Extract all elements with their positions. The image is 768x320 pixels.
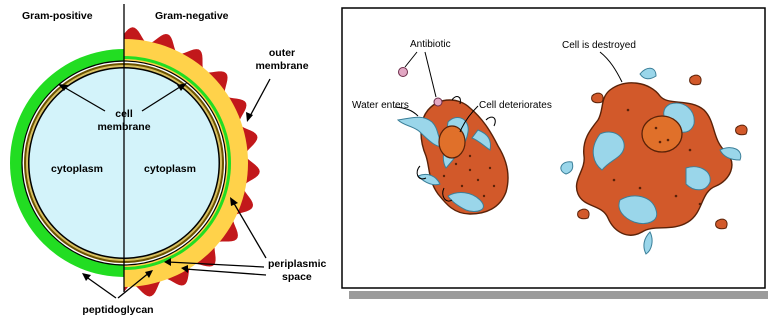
panel-shadow [349, 291, 768, 299]
water-enters-label: Water enters [352, 100, 409, 111]
antibiotic-panel: Antibiotic Water enters Cell deteriorate… [342, 8, 768, 299]
destroyed-nucleus [642, 116, 682, 152]
gram-negative-title: Gram-negative [155, 10, 229, 22]
cell-destroyed-label: Cell is destroyed [562, 40, 636, 51]
antibiotic-molecule-2 [434, 98, 442, 106]
outer-membrane-label-2: membrane [255, 60, 308, 72]
cytoplasm-left-label: cytoplasm [51, 163, 103, 175]
periplasmic-space-label: periplasmic [268, 258, 327, 270]
cell-deteriorates-label: Cell deteriorates [479, 100, 552, 111]
cell-membrane-label-2: membrane [97, 121, 150, 133]
deteriorating-nucleus [439, 126, 465, 158]
cytoplasm-right-label: cytoplasm [144, 163, 196, 175]
outer-membrane-label: outer [269, 47, 295, 59]
peptidoglycan-label: peptidoglycan [82, 304, 153, 316]
periplasmic-space-label-2: space [282, 271, 312, 283]
cell-membrane-label: cell [115, 108, 133, 120]
gram-diagram: Gram-positive Gram-negative outer membra… [0, 4, 327, 316]
antibiotic-molecule-1 [399, 68, 408, 77]
antibiotic-label: Antibiotic [410, 39, 451, 50]
gram-positive-title: Gram-positive [22, 10, 93, 22]
